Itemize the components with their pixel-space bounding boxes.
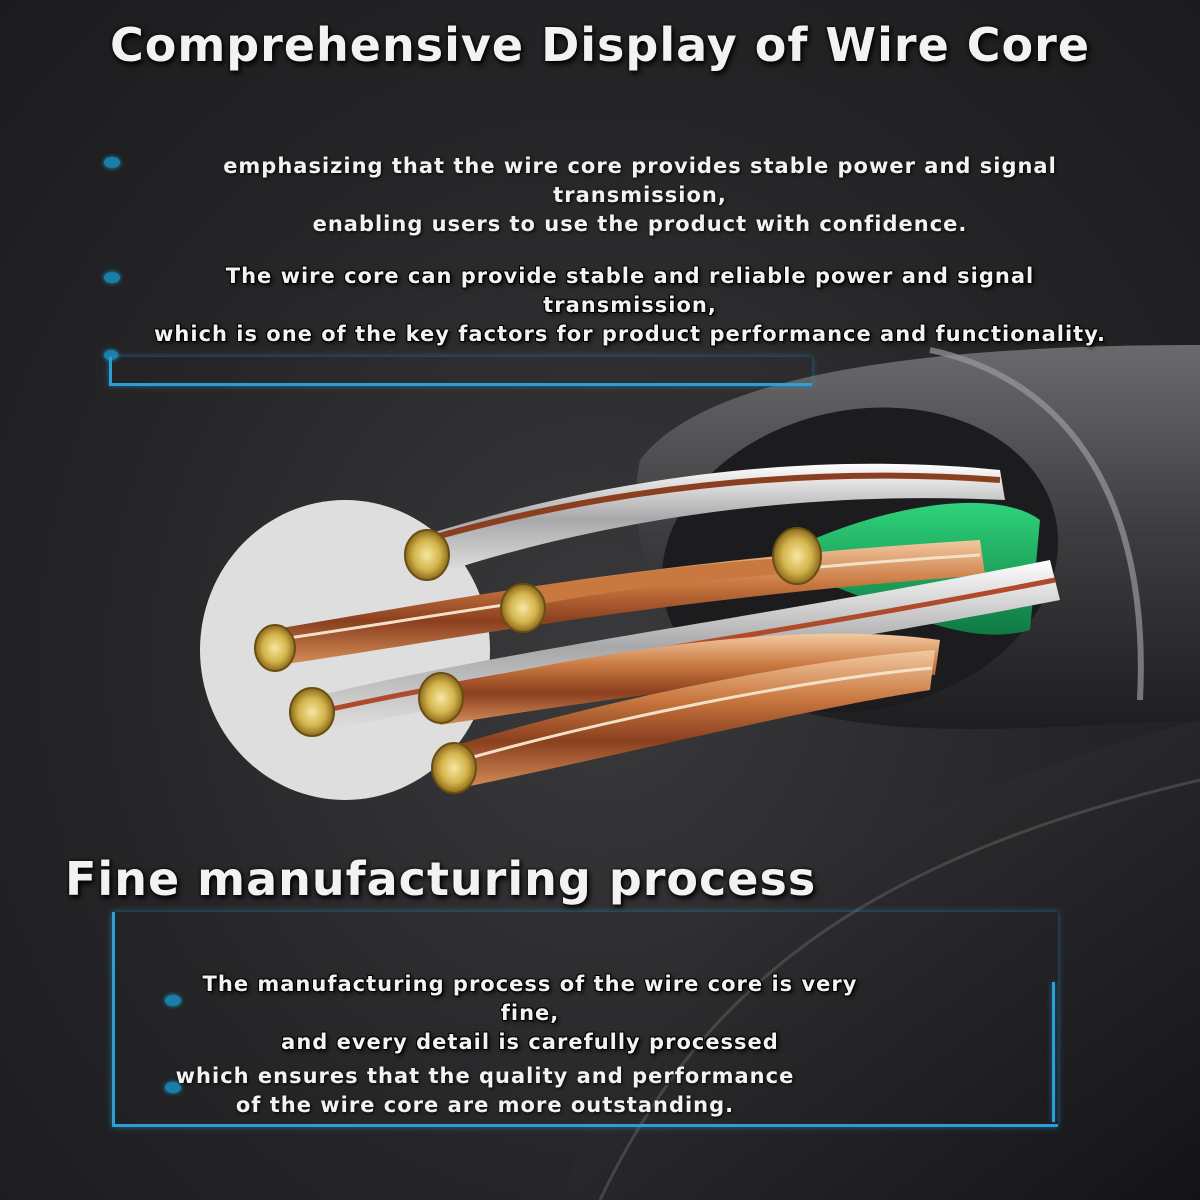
point-text: emphasizing that the wire core provides …	[223, 154, 1057, 236]
wire-tip	[431, 742, 477, 794]
wire-tip	[404, 529, 450, 581]
section-bracket	[112, 912, 1058, 1127]
wire-tip	[418, 672, 464, 724]
section-bracket-right	[1052, 982, 1055, 1122]
page-title: Comprehensive Display of Wire Core	[109, 18, 1091, 72]
bullet-dot	[104, 350, 118, 360]
cable-body-lower	[560, 720, 1200, 1200]
bullet-dot	[104, 272, 120, 283]
strand-bundle-top	[425, 463, 1005, 575]
point-text: The wire core can provide stable and rel…	[154, 264, 1106, 346]
wire-tip	[500, 583, 546, 633]
point-text: which ensures that the quality and perfo…	[175, 1064, 795, 1117]
callout-line	[109, 357, 812, 386]
wire-tip	[254, 624, 296, 672]
bullet-dot	[165, 995, 181, 1006]
point-text: The manufacturing process of the wire co…	[202, 972, 858, 1054]
bullet-dot	[104, 157, 120, 168]
section-heading: Fine manufacturing process	[65, 852, 817, 906]
wire-tip	[772, 527, 822, 585]
wire-tip	[289, 687, 335, 737]
strand-bundle-center	[430, 633, 940, 725]
bullet-dot	[165, 1082, 181, 1093]
